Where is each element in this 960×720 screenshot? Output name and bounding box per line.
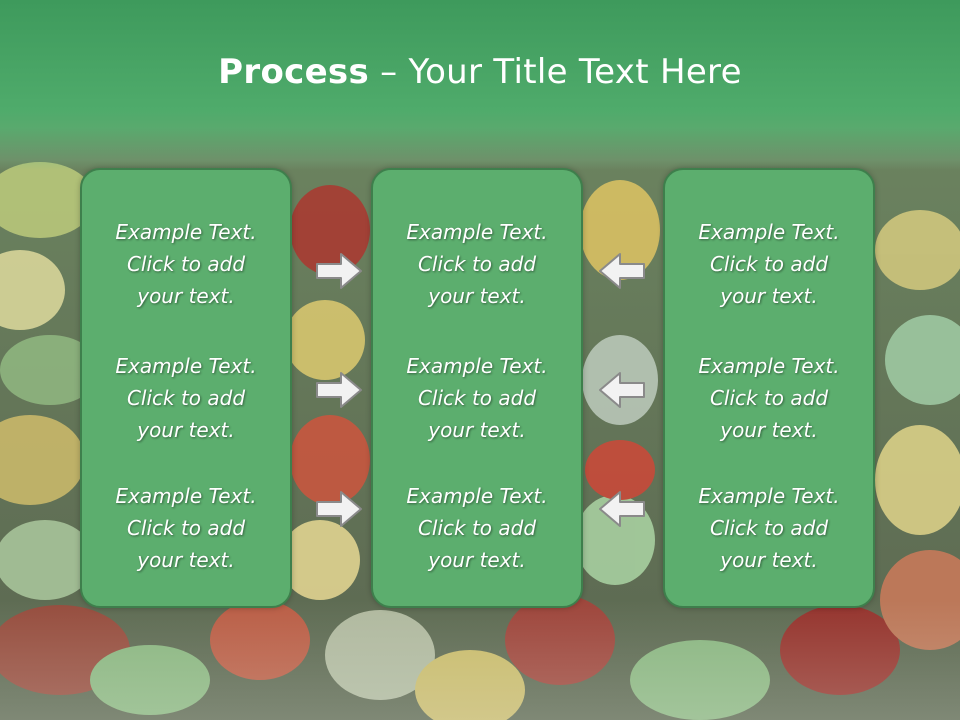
text-line: Click to add — [417, 386, 537, 410]
title-rest-text: – Your Title Text Here — [369, 52, 742, 92]
text-line: Click to add — [126, 252, 246, 276]
arrow-left-icon[interactable] — [598, 252, 646, 290]
text-line: Click to add — [709, 252, 829, 276]
text-line: Example Text. — [115, 220, 257, 244]
arrow-left-icon[interactable] — [598, 490, 646, 528]
panel-text-block[interactable]: Example Text. Click to add your text. — [373, 350, 581, 446]
text-line: Click to add — [709, 516, 829, 540]
panel-text-block[interactable]: Example Text. Click to add your text. — [373, 216, 581, 312]
text-line: your text. — [137, 284, 235, 308]
text-line: your text. — [428, 548, 526, 572]
panel-text-block[interactable]: Example Text. Click to add your text. — [82, 350, 290, 446]
panel-text-block[interactable]: Example Text. Click to add your text. — [373, 480, 581, 576]
text-line: Click to add — [709, 386, 829, 410]
text-line: Example Text. — [698, 354, 840, 378]
title-bold-text: Process — [218, 52, 370, 92]
panel-text-block[interactable]: Example Text. Click to add your text. — [82, 216, 290, 312]
text-line: Click to add — [126, 386, 246, 410]
arrow-right-icon[interactable] — [315, 252, 363, 290]
text-line: your text. — [720, 284, 818, 308]
text-line: Example Text. — [406, 220, 548, 244]
slide-title[interactable]: Process – Your Title Text Here — [0, 52, 960, 92]
arrow-left-icon[interactable] — [598, 371, 646, 409]
bottom-fade — [0, 600, 960, 720]
title-band — [0, 0, 960, 170]
panel-text-block[interactable]: Example Text. Click to add your text. — [665, 350, 873, 446]
text-line: your text. — [428, 418, 526, 442]
panel-text-block[interactable]: Example Text. Click to add your text. — [82, 480, 290, 576]
text-line: Example Text. — [698, 220, 840, 244]
text-line: Example Text. — [406, 484, 548, 508]
process-panel-right[interactable]: Example Text. Click to add your text. Ex… — [663, 168, 875, 608]
panel-text-block[interactable]: Example Text. Click to add your text. — [665, 216, 873, 312]
text-line: your text. — [428, 284, 526, 308]
text-line: Click to add — [126, 516, 246, 540]
text-line: Click to add — [417, 252, 537, 276]
text-line: your text. — [137, 418, 235, 442]
process-panel-center[interactable]: Example Text. Click to add your text. Ex… — [371, 168, 583, 608]
text-line: your text. — [137, 548, 235, 572]
text-line: Example Text. — [406, 354, 548, 378]
text-line: Example Text. — [115, 484, 257, 508]
arrow-right-icon[interactable] — [315, 490, 363, 528]
panel-text-block[interactable]: Example Text. Click to add your text. — [665, 480, 873, 576]
text-line: Example Text. — [698, 484, 840, 508]
text-line: your text. — [720, 418, 818, 442]
text-line: Example Text. — [115, 354, 257, 378]
text-line: Click to add — [417, 516, 537, 540]
process-panel-left[interactable]: Example Text. Click to add your text. Ex… — [80, 168, 292, 608]
arrow-right-icon[interactable] — [315, 371, 363, 409]
text-line: your text. — [720, 548, 818, 572]
